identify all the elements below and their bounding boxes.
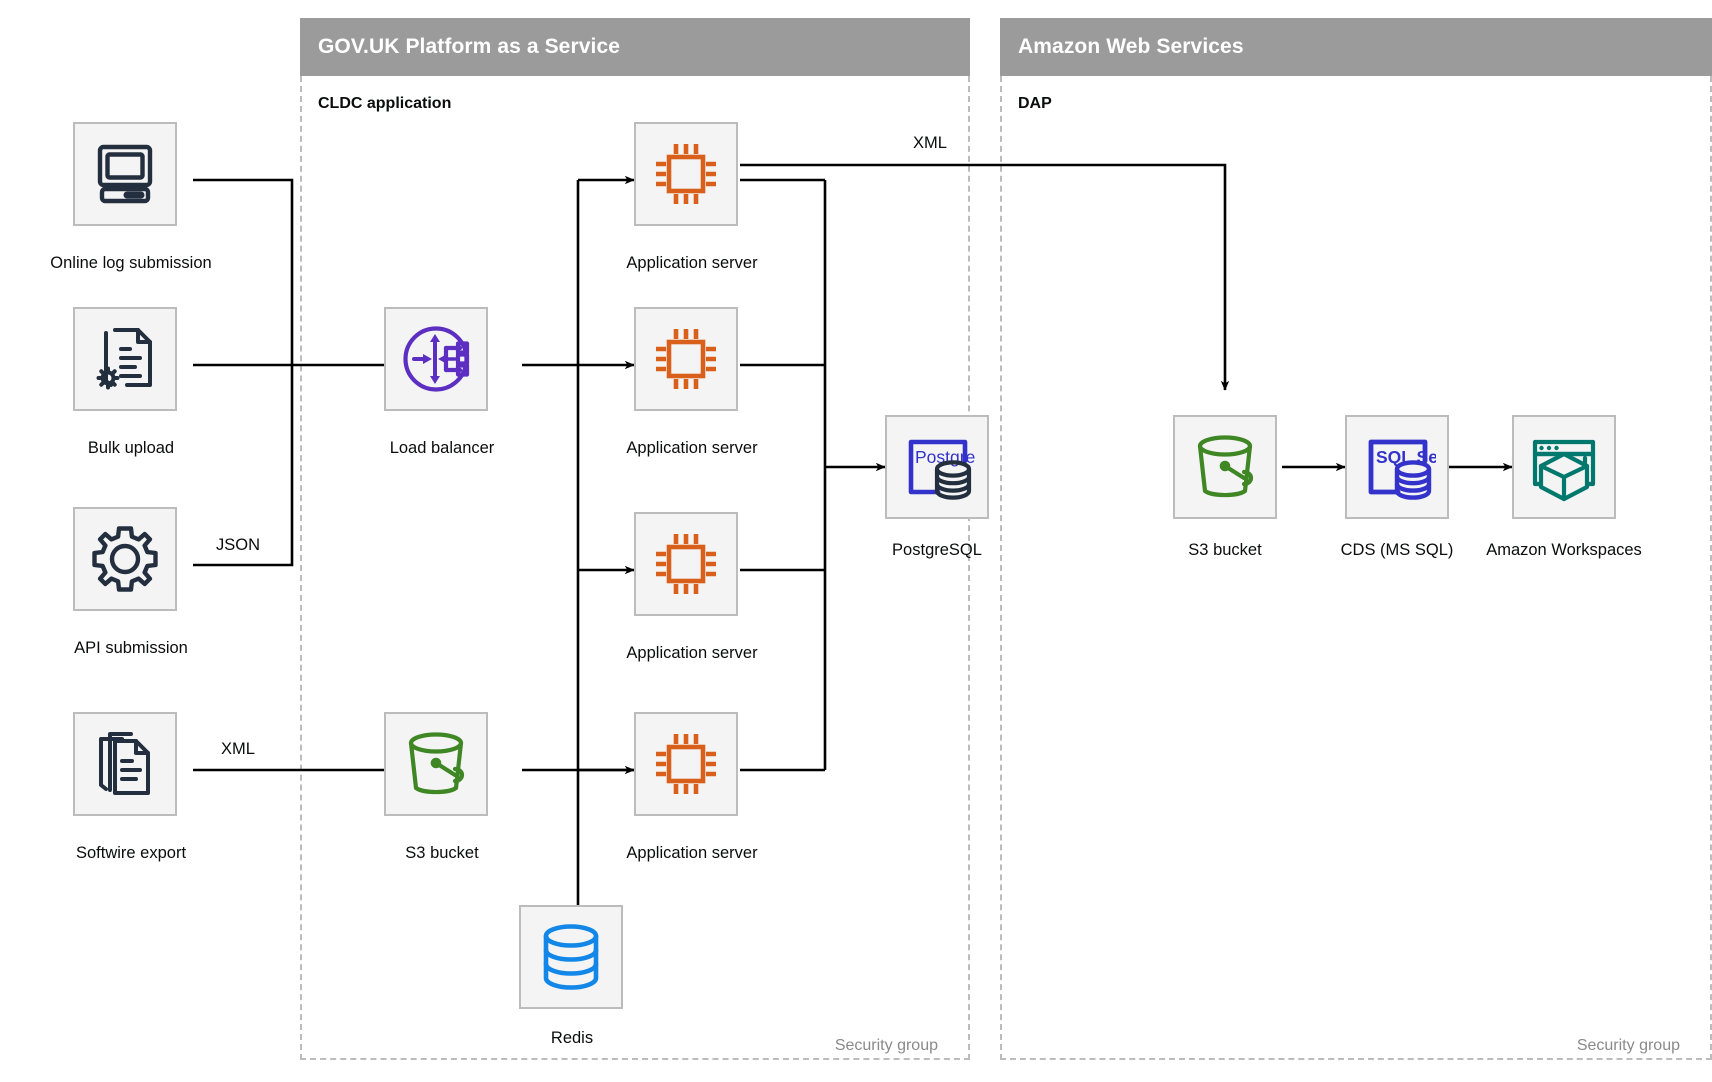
zone-sublabel-dap: DAP — [1018, 95, 1052, 112]
zone-sublabel-cldc: CLDC application — [318, 95, 452, 112]
node-label-s3-bucket-paas: S3 bucket — [405, 844, 479, 862]
cpu-chip-icon — [651, 139, 721, 209]
sql-server-icon: SQL Server — [1358, 431, 1436, 503]
node-s3-bucket-paas[interactable] — [384, 712, 488, 816]
node-label-postgresql: PostgreSQL — [892, 541, 982, 559]
node-postgresql[interactable]: PostgreSQL — [885, 415, 989, 519]
node-softwire-export[interactable] — [73, 712, 177, 816]
security-group-box-paas — [300, 76, 970, 1060]
node-label-amazon-workspaces: Amazon Workspaces — [1486, 541, 1642, 559]
load-balancer-icon — [398, 321, 474, 397]
node-label-app-server-4: Application server — [626, 844, 758, 862]
node-label-cds-ms-sql: CDS (MS SQL) — [1340, 541, 1454, 559]
edge-label-json: JSON — [211, 536, 265, 555]
node-app-server-2[interactable] — [634, 307, 738, 411]
node-label-online-log-submission: Online log submission — [50, 254, 212, 272]
node-api-submission[interactable] — [73, 507, 177, 611]
cpu-chip-icon — [651, 729, 721, 799]
zone-banner-aws: Amazon Web Services — [1000, 18, 1712, 76]
security-group-label-paas: Security group — [834, 1037, 938, 1054]
node-app-server-4[interactable] — [634, 712, 738, 816]
security-group-box-aws — [1000, 76, 1712, 1060]
zone-title-paas: GOV.UK Platform as a Service — [318, 35, 620, 58]
postgresql-icon: PostgreSQL — [898, 431, 976, 503]
node-label-load-balancer: Load balancer — [389, 439, 495, 457]
node-app-server-3[interactable] — [634, 512, 738, 616]
node-label-app-server-3: Application server — [626, 644, 758, 662]
node-label-bulk-upload: Bulk upload — [87, 439, 175, 457]
node-label-redis: Redis — [550, 1029, 594, 1047]
node-label-app-server-2: Application server — [626, 439, 758, 457]
node-amazon-workspaces[interactable] — [1512, 415, 1616, 519]
node-label-softwire-export: Softwire export — [75, 844, 187, 862]
node-load-balancer[interactable] — [384, 307, 488, 411]
s3-bucket-icon — [1189, 432, 1261, 502]
gear-icon — [90, 524, 160, 594]
zone-banner-paas: GOV.UK Platform as a Service — [300, 18, 970, 76]
cpu-chip-icon — [651, 529, 721, 599]
node-label-api-submission: API submission — [74, 639, 188, 657]
documents-stack-icon — [91, 730, 159, 798]
redis-database-icon — [538, 921, 604, 993]
node-label-s3-bucket-aws: S3 bucket — [1188, 541, 1262, 559]
node-label-app-server-1: Application server — [626, 254, 758, 272]
node-bulk-upload[interactable] — [73, 307, 177, 411]
node-s3-bucket-aws[interactable] — [1173, 415, 1277, 519]
edge-label-xml-softwire: XML — [217, 740, 259, 759]
node-online-log-submission[interactable] — [73, 122, 177, 226]
node-app-server-1[interactable] — [634, 122, 738, 226]
security-group-label-aws: Security group — [1576, 1037, 1680, 1054]
document-gear-icon — [91, 325, 159, 393]
amazon-workspaces-icon — [1528, 432, 1600, 502]
s3-bucket-icon — [400, 729, 472, 799]
cpu-chip-icon — [651, 324, 721, 394]
zone-title-aws: Amazon Web Services — [1018, 35, 1244, 58]
node-cds-ms-sql[interactable]: SQL Server — [1345, 415, 1449, 519]
edge-label-xml-to-dap: XML — [909, 134, 951, 153]
node-redis[interactable] — [519, 905, 623, 1009]
desktop-computer-icon — [91, 140, 159, 208]
